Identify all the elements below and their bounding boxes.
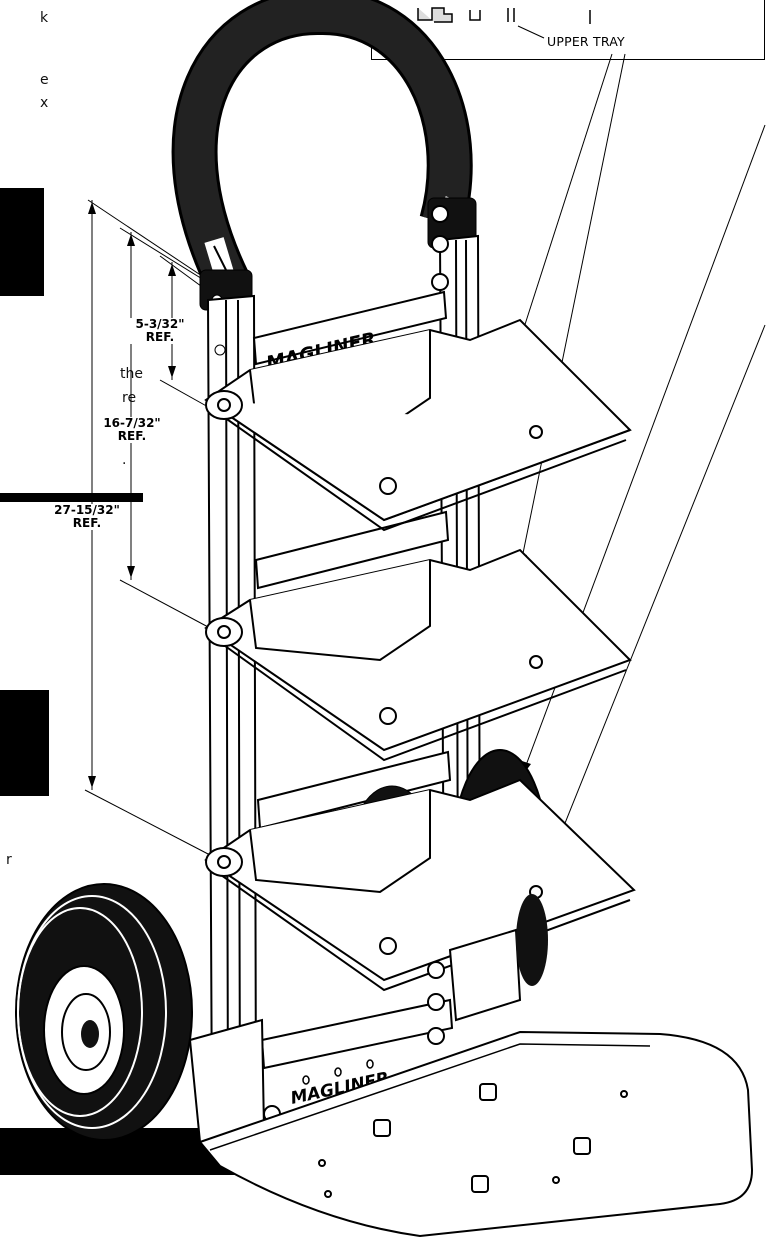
side-text-fragment: e [40,72,49,88]
side-text-fragment: re [122,390,137,406]
tray-profile-detail [417,7,591,24]
callout-leader [517,25,545,39]
side-text-fragment: r [6,852,12,868]
tray-lower [204,778,636,992]
side-text-fragment: k [40,10,49,26]
tray-middle [204,548,632,762]
nose-plate [198,1030,754,1238]
callout-label: UPPER TRAY [547,34,625,49]
frame-upright-left [206,294,258,1126]
black-bar-thin [0,493,143,502]
wheel-left [15,883,193,1141]
tray-upper [204,318,632,532]
dimension-label-5-3-32: 5-3/32"REF. [130,318,190,344]
black-block-middle [0,690,49,796]
side-text-fragment: . [122,452,127,468]
dimension-label-16-7-32: 16-7/32"REF. [100,417,164,443]
black-block-top [0,188,44,296]
dimension-label-27-15-32: 27-15/32"REF. [50,504,124,530]
side-text-fragment: x [40,95,49,111]
